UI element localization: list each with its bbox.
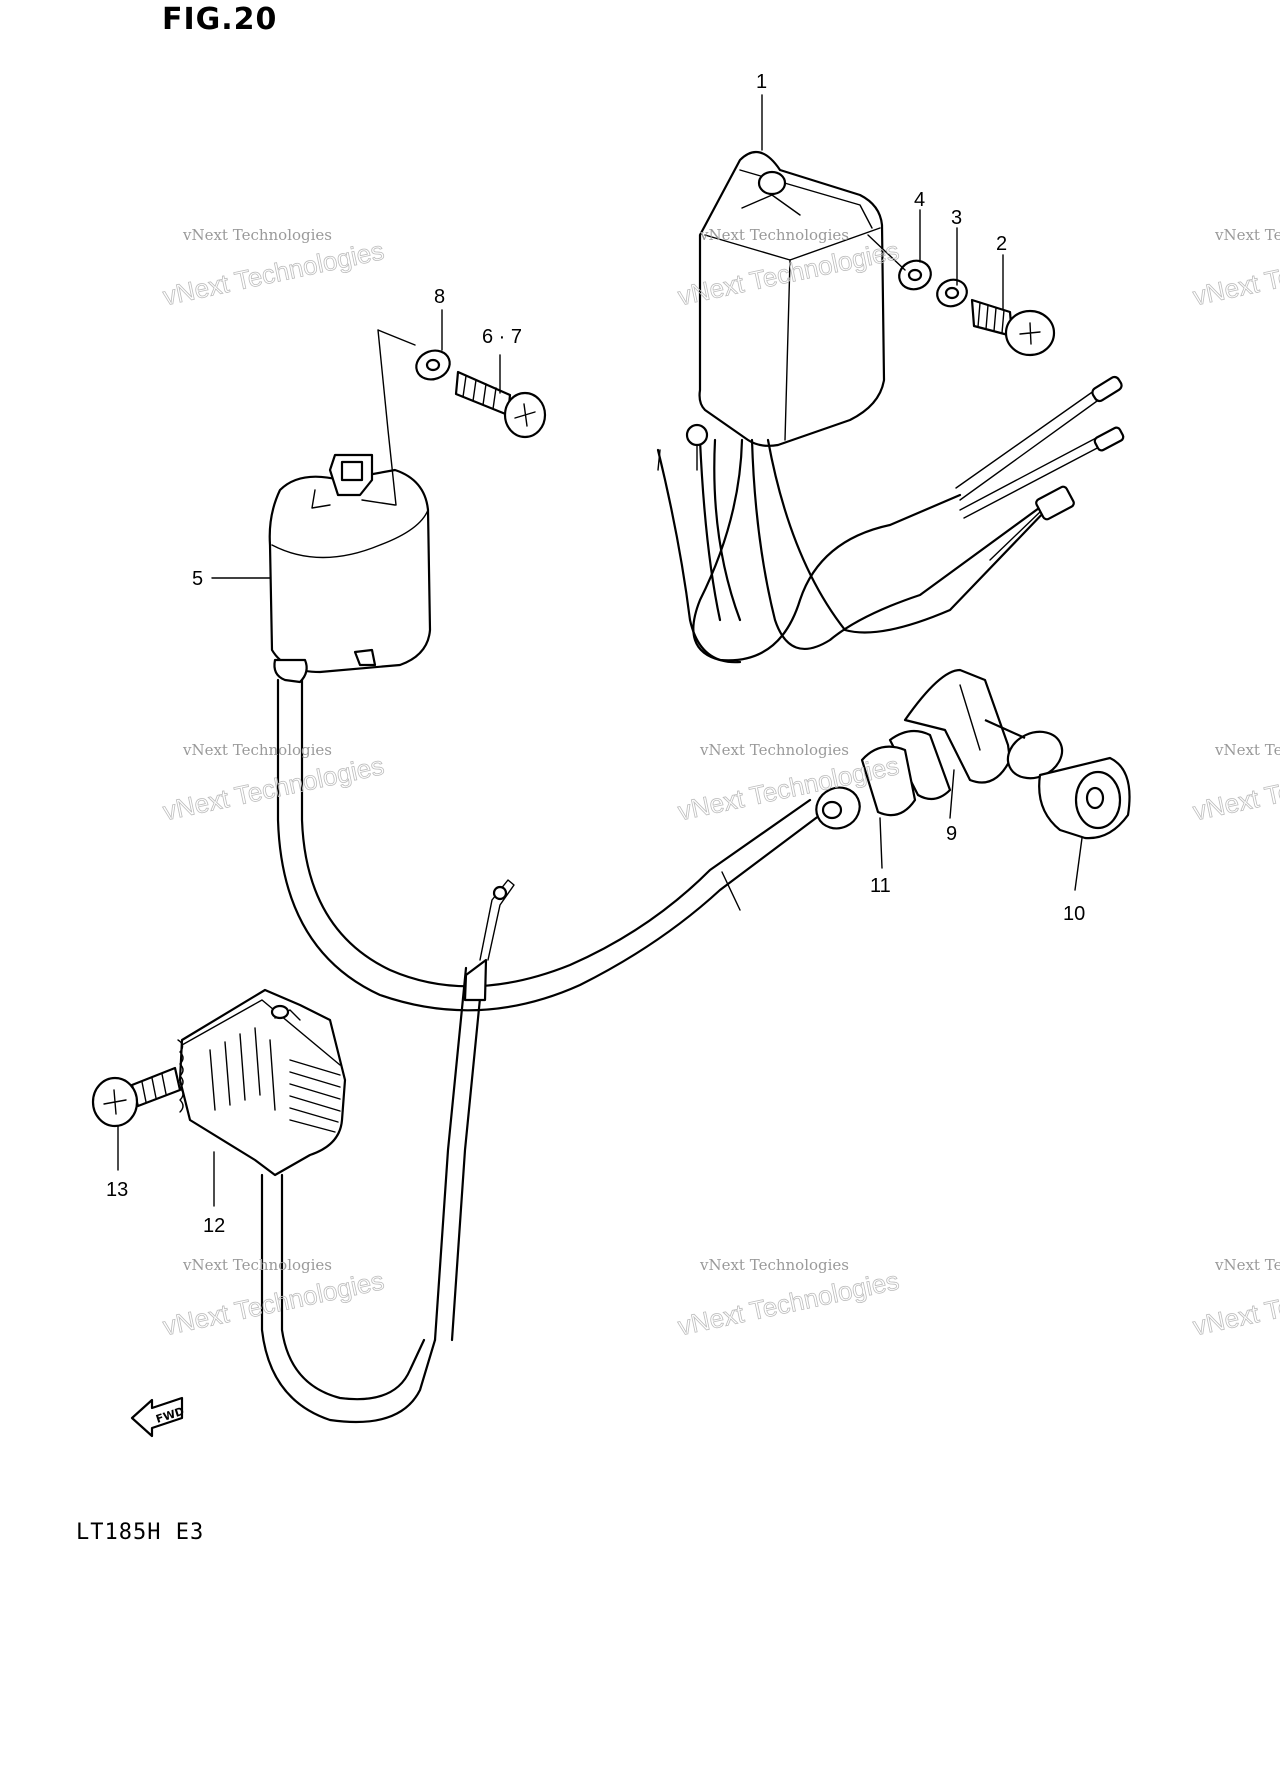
forward-arrow-icon: FWD	[130, 1396, 186, 1438]
svg-text:vNext Technologies: vNext Technologies	[1214, 226, 1280, 244]
callout-12: 12	[203, 1215, 225, 1237]
svg-text:vNext Technologies: vNext Technologies	[1190, 235, 1280, 311]
figure-title: FIG.20	[162, 2, 278, 37]
svg-text:vNext Technologies: vNext Technologies	[699, 226, 849, 244]
washer-part-4	[898, 259, 932, 291]
callout-2: 2	[996, 233, 1007, 255]
callout-10: 10	[1063, 903, 1085, 925]
leader-dash-8	[377, 329, 416, 506]
regulator-wire	[260, 1173, 437, 1424]
watermark: vNext Technologies vNext Technologies	[1190, 741, 1280, 827]
callout-3: 3	[951, 207, 962, 229]
svg-text:vNext Technologies: vNext Technologies	[160, 1265, 386, 1341]
callout-6-7: 6 · 7	[482, 326, 522, 348]
callout-9: 9	[946, 823, 957, 845]
watermark: vNext Technologies vNext Technologies	[1190, 1256, 1280, 1342]
leader-dash-1	[867, 234, 906, 271]
svg-text:vNext Technologies: vNext Technologies	[1214, 741, 1280, 759]
svg-text:vNext Technologies: vNext Technologies	[182, 1256, 332, 1274]
svg-text:vNext Technologies: vNext Technologies	[699, 741, 849, 759]
svg-text:vNext Technologies: vNext Technologies	[675, 1265, 901, 1341]
callout-numbers: 1 2 3 4 5 6 · 7 8 9 10 11 12 13	[106, 71, 1085, 1237]
watermark: vNext Technologies vNext Technologies	[1190, 226, 1280, 312]
svg-text:vNext Technologies: vNext Technologies	[1190, 750, 1280, 826]
coil-ground-wire	[433, 879, 515, 1342]
callout-8: 8	[434, 286, 445, 308]
cdi-wires	[656, 375, 1125, 664]
rubber-boot-part-10	[1038, 756, 1131, 840]
ignition-coil-part-5	[268, 453, 432, 684]
svg-text:vNext Technologies: vNext Technologies	[699, 1256, 849, 1274]
callout-leaders	[117, 94, 1083, 1207]
screw-part-13	[91, 1066, 182, 1128]
svg-text:vNext Technologies: vNext Technologies	[160, 235, 386, 311]
coil-high-tension-lead	[276, 678, 822, 1012]
regulator-rectifier-part-12	[177, 988, 347, 1177]
svg-text:vNext Technologies: vNext Technologies	[160, 750, 386, 826]
watermark: vNext Technologies vNext Technologies	[160, 741, 387, 827]
svg-text:vNext Technologies: vNext Technologies	[182, 741, 332, 759]
screw-part-2	[970, 298, 1056, 357]
grommet-part-11	[815, 745, 917, 830]
washer-part-8	[415, 349, 451, 381]
svg-text:vNext Technologies: vNext Technologies	[182, 226, 332, 244]
svg-text:vNext Technologies: vNext Technologies	[1214, 1256, 1280, 1274]
model-code: LT185H E3	[76, 1520, 205, 1545]
callout-1: 1	[756, 71, 767, 93]
cdi-unit-part-1	[698, 150, 886, 447]
spark-plug-cap-part-9	[888, 668, 1064, 801]
callout-5: 5	[192, 568, 203, 590]
lock-washer-part-3	[936, 278, 968, 308]
callout-4: 4	[914, 189, 925, 211]
watermark: vNext Technologies vNext Technologies	[160, 226, 387, 312]
watermark: vNext Technologies vNext Technologies	[675, 1256, 902, 1342]
watermark: vNext Technologies vNext Technologies	[160, 1256, 387, 1342]
bolt-part-6-7	[454, 370, 547, 439]
callout-11: 11	[870, 875, 891, 897]
callout-13: 13	[106, 1179, 128, 1201]
svg-text:vNext Technologies: vNext Technologies	[1190, 1265, 1280, 1341]
